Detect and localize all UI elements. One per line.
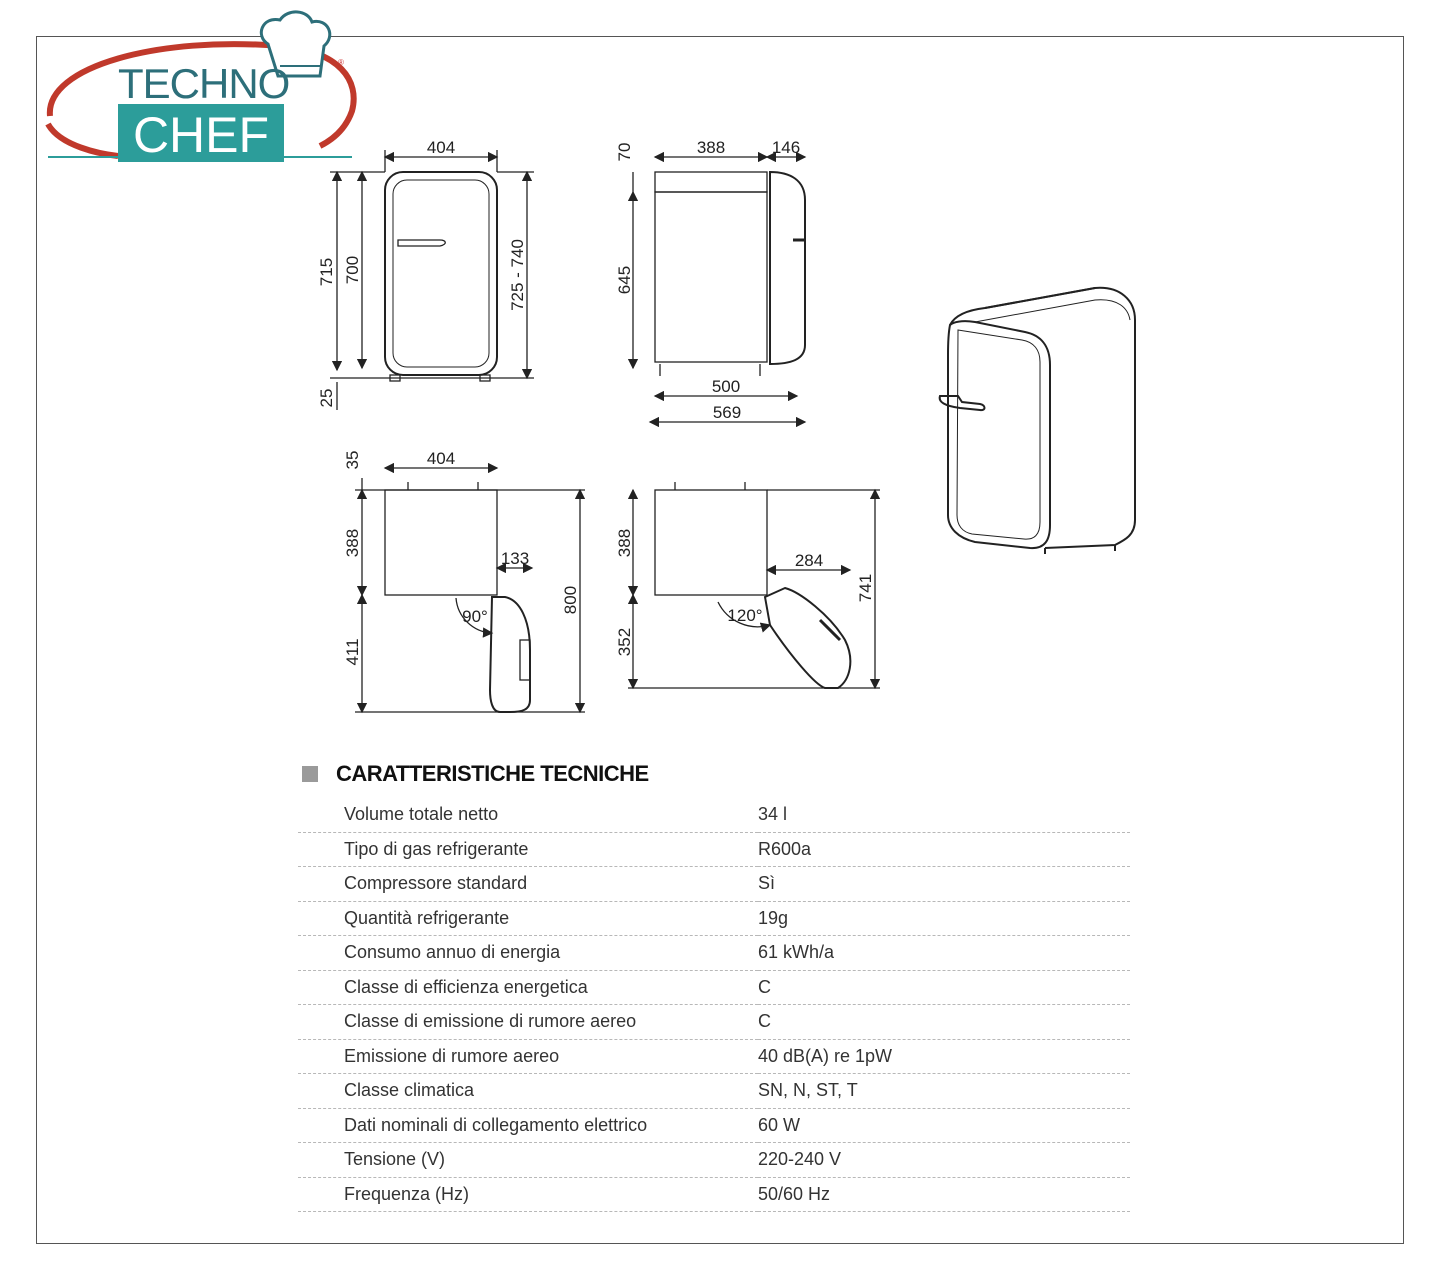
logo-techno: TECHNO xyxy=(118,60,290,107)
spec-value: 50/60 Hz xyxy=(758,1177,1130,1212)
logo-swoosh xyxy=(45,10,357,159)
spec-value: C xyxy=(758,970,1130,1005)
dim-top120-angle: 120° xyxy=(727,606,762,625)
spec-value: 34 l xyxy=(758,798,1130,833)
dim-top90-angle: 90° xyxy=(462,607,488,626)
dim-side-h-body: 645 xyxy=(615,266,634,294)
dim-top120-door-offset: 284 xyxy=(795,551,823,570)
spec-label: Emissione di rumore aereo xyxy=(298,1039,758,1074)
spec-label: Tipo di gas refrigerante xyxy=(298,832,758,867)
side-view-body xyxy=(654,191,768,363)
heading-square-icon xyxy=(302,766,318,782)
dim-top90-depth: 388 xyxy=(343,529,362,557)
spec-value: R600a xyxy=(758,832,1130,867)
logo-chef: CHEF xyxy=(132,107,270,163)
specs-heading: CARATTERISTICHE TECNICHE xyxy=(302,760,649,788)
dim-side-depth-total: 569 xyxy=(713,403,741,422)
spec-value: 60 W xyxy=(758,1108,1130,1143)
technical-drawing: 404 715 700 725 - 740 25 70 388 146 645 … xyxy=(317,138,1136,714)
side-view-top xyxy=(654,171,768,193)
spec-value: SN, N, ST, T xyxy=(758,1073,1130,1109)
spec-label: Quantità refrigerante xyxy=(298,901,758,936)
dim-side-top: 70 xyxy=(615,143,634,162)
dim-top120-total: 741 xyxy=(856,574,875,602)
dim-top120-door-swing: 352 xyxy=(615,628,634,656)
perspective-view xyxy=(938,286,1136,554)
logo-registered-mark: ® xyxy=(338,58,344,67)
dim-top90-width: 404 xyxy=(427,449,455,468)
dim-top90-gap: 35 xyxy=(343,451,362,470)
spec-value: 19g xyxy=(758,901,1130,936)
dim-side-depth-body: 388 xyxy=(697,138,725,157)
specs-title: CARATTERISTICHE TECNICHE xyxy=(336,761,649,786)
dim-side-depth-door: 146 xyxy=(772,138,800,157)
page-frame xyxy=(36,36,1404,1244)
top-view-90-body xyxy=(384,489,498,596)
dim-front-h-range: 725 - 740 xyxy=(508,239,527,311)
spec-value: 40 dB(A) re 1pW xyxy=(758,1039,1130,1074)
dim-top90-total: 800 xyxy=(561,586,580,614)
spec-label: Dati nominali di collegamento elettrico xyxy=(298,1108,758,1143)
spec-value: C xyxy=(758,1004,1130,1040)
dim-front-width: 404 xyxy=(427,138,455,157)
spec-label: Volume totale netto xyxy=(298,798,758,833)
spec-value: 220-240 V xyxy=(758,1142,1130,1178)
spec-label: Classe climatica xyxy=(298,1073,758,1109)
dim-top90-door-offset: 133 xyxy=(501,549,529,568)
spec-label: Consumo annuo di energia xyxy=(298,935,758,971)
spec-label: Classe di emissione di rumore aereo xyxy=(298,1004,758,1040)
dim-top120-depth: 388 xyxy=(615,529,634,557)
spec-value: Sì xyxy=(758,866,1130,902)
dim-front-feet: 25 xyxy=(317,389,336,408)
technochef-logo: TECHNO CHEF ® xyxy=(40,6,370,166)
logo-chef-box: CHEF xyxy=(118,104,284,163)
spec-value: 61 kWh/a xyxy=(758,935,1130,971)
spec-label: Frequenza (Hz) xyxy=(298,1177,758,1212)
front-view-body xyxy=(384,171,498,376)
dim-top90-door-swing: 411 xyxy=(343,638,362,665)
spec-label: Tensione (V) xyxy=(298,1142,758,1178)
top-view-120-body xyxy=(654,489,768,596)
dim-front-h-total: 715 xyxy=(317,258,336,286)
table-row: Tensione (V)220-240 V xyxy=(298,1142,1130,1178)
dim-side-depth-base: 500 xyxy=(712,377,740,396)
spec-label: Classe di efficienza energetica xyxy=(298,970,758,1005)
spec-label: Compressore standard xyxy=(298,866,758,902)
dim-front-h-body: 700 xyxy=(343,256,362,284)
table-row: Frequenza (Hz)50/60 Hz xyxy=(298,1177,1130,1212)
